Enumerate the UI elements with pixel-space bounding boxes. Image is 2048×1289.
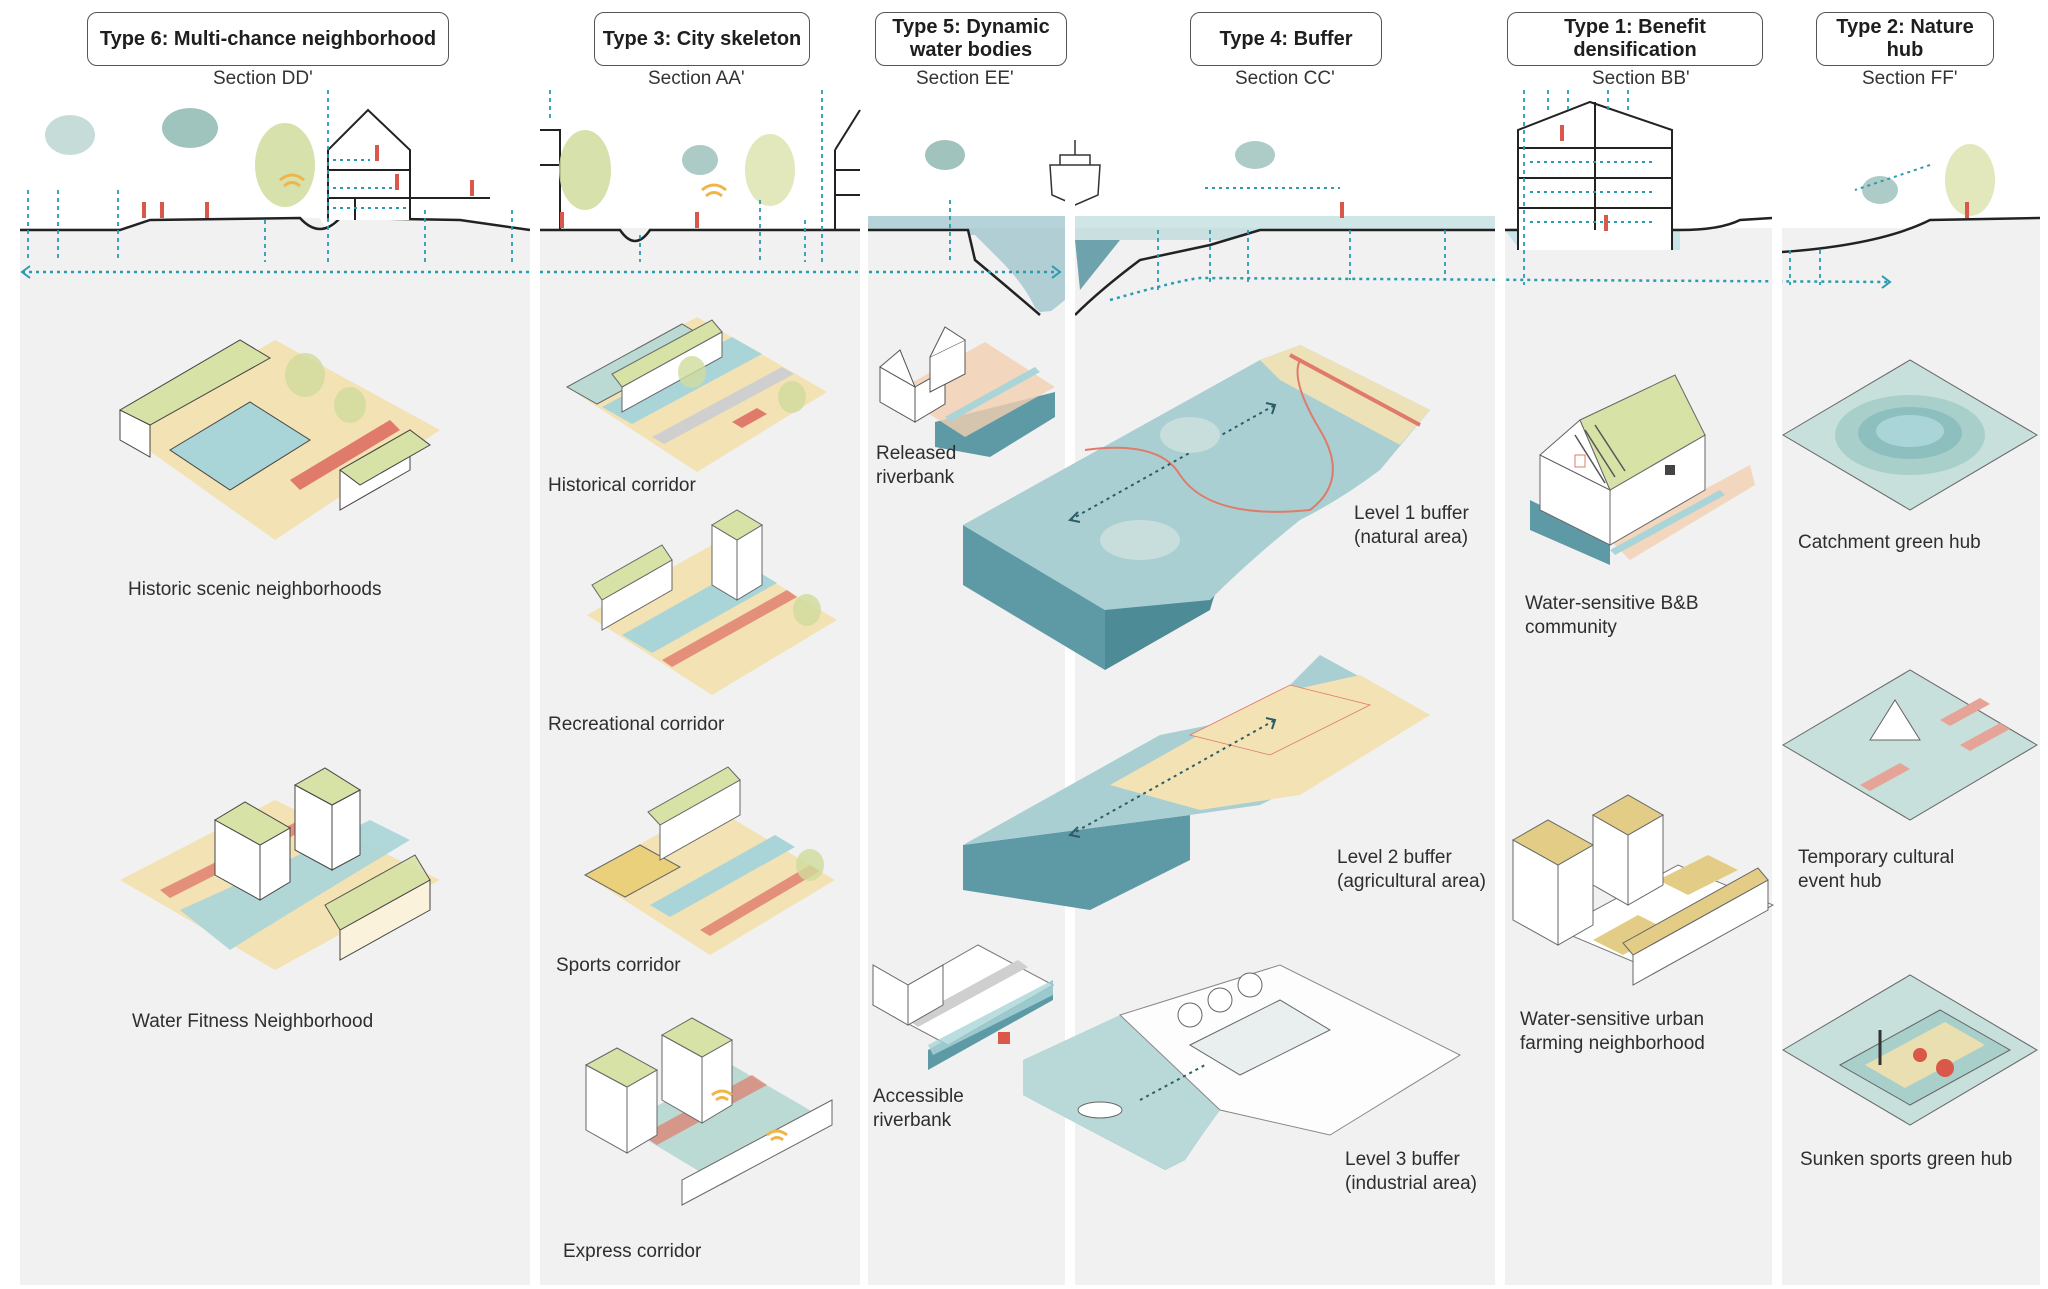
boat-icon [1049,140,1101,206]
type1-section-label: Section BB' [1592,68,1690,89]
groundwater-flow-arrow-east [1109,276,1891,302]
caption-recreational-corridor: Recreational corridor [548,714,725,735]
type3-section-label: Section AA' [648,68,745,89]
type6-title: Type 6: Multi-chance neighborhood [87,12,449,66]
type5-title: Type 5: Dynamic water bodies [875,12,1067,66]
type1-title: Type 1: Benefit densification [1507,12,1763,66]
illustration-level2-buffer [963,655,1430,910]
illustration-sunken-sports-green-hub [1782,974,2038,1126]
water-type5 [868,216,1065,320]
wifi-icon [279,173,727,198]
type2-title: Type 2: Nature hub [1816,12,1994,66]
infiltration-arrows [27,90,1821,290]
caption-level3-buffer: Level 3 buffer (industrial area) [1345,1149,1477,1194]
type4-title: Type 4: Buffer [1190,12,1382,66]
ground-type6 [20,218,530,320]
building-section-type3-left [540,129,561,230]
building-flow-arrows [333,159,1931,223]
building-section-type3-right [834,109,861,230]
river-bed-type4 [1075,230,1495,320]
house-section-type6 [327,108,490,220]
illustration-water-sensitive-urban-farming [1511,794,1775,986]
illustration-historical-corridor [565,317,827,472]
ground-type3 [540,230,860,320]
caption-temporary-cultural-event-hub: Temporary cultural event hub [1798,847,1955,892]
ground-type5 [868,230,1065,320]
people-figures [142,125,1969,231]
type2-section-label: Section FF' [1862,68,1958,89]
caption-express-corridor: Express corridor [563,1241,702,1262]
illustration-recreational-corridor [587,509,837,695]
illustration-accessible-riverbank [871,944,1055,1070]
illustration-level3-buffer [1023,964,1462,1170]
illustration-catchment-green-hub [1782,359,2038,511]
caption-level2-buffer: Level 2 buffer (agricultural area) [1337,847,1486,892]
caption-sunken-sports-green-hub: Sunken sports green hub [1800,1149,2013,1170]
illustration-express-corridor [584,1017,833,1206]
type4-section-label: Section CC' [1235,68,1335,89]
illustration-released-riverbank [879,326,1055,457]
type6-section-label: Section DD' [213,68,313,89]
trees [45,108,1995,216]
ground-type1-base [1505,255,1772,320]
caption-water-sensitive-urban-farming: Water-sensitive urban farming neighborho… [1520,1009,1705,1054]
caption-released-riverbank: Released riverbank [876,443,957,488]
type5-section-label: Section EE' [916,68,1014,89]
illustration-temporary-cultural-event-hub [1782,669,2038,821]
type3-title: Type 3: City skeleton [594,12,810,66]
caption-water-fitness-neighborhood: Water Fitness Neighborhood [132,1011,374,1032]
caption-sports-corridor: Sports corridor [556,955,681,976]
caption-historic-scenic-neighborhoods: Historic scenic neighborhoods [128,579,382,600]
illustration-sports-corridor [583,766,835,955]
illustration-water-fitness-neighborhood [120,767,440,970]
illustration-level1-buffer [963,345,1430,670]
illustration-historic-scenic-neighborhoods [118,339,440,540]
caption-water-sensitive-bb-community: Water-sensitive B&B community [1525,593,1699,638]
caption-historical-corridor: Historical corridor [548,475,696,496]
caption-accessible-riverbank: Accessible riverbank [873,1086,964,1131]
caption-catchment-green-hub: Catchment green hub [1798,532,1981,553]
caption-level1-buffer: Level 1 buffer (natural area) [1354,503,1469,548]
illustration-water-sensitive-bb-community [1530,374,1755,565]
cross-section-strip [20,90,2041,320]
building-section-type1 [1517,100,1673,250]
deep-water [1075,240,1120,290]
